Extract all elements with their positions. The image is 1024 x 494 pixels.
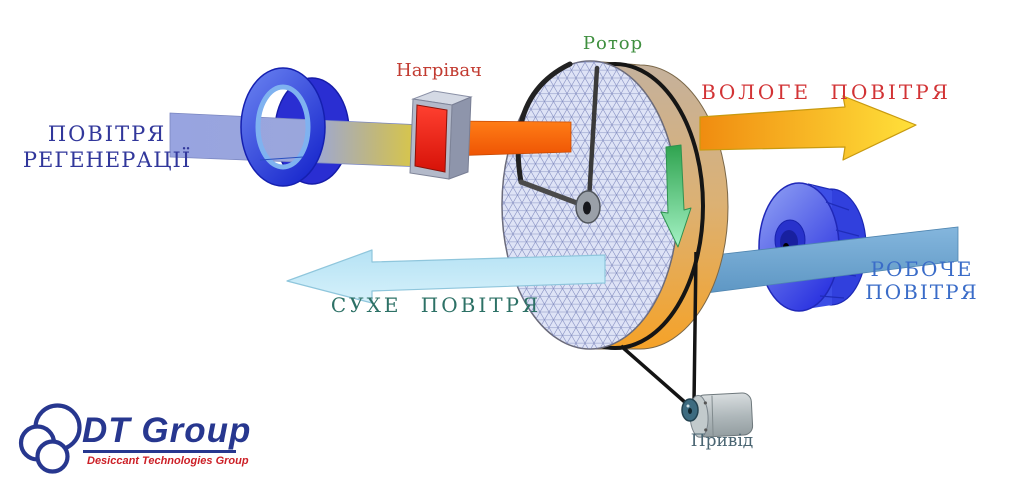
humid-air-label: ВОЛОГЕ ПОВІТРЯ xyxy=(701,80,951,104)
humid-air-arrow xyxy=(699,95,917,161)
heater-label: Нагрівач xyxy=(396,60,482,81)
rotation-arrow-icon xyxy=(660,144,692,248)
regeneration-fan-blade xyxy=(259,156,304,161)
rotor-hub-hole xyxy=(583,201,591,215)
rotor-spoke-top xyxy=(586,65,600,203)
regeneration-air-label-line2: РЕГЕНЕРАЦІЇ xyxy=(22,148,192,172)
drive-belt xyxy=(619,251,698,406)
drive-label: Привід xyxy=(690,431,754,451)
working-air-label-line1: РОБОЧЕ xyxy=(870,257,974,281)
drive-pulley-center xyxy=(688,408,692,414)
dry-air-arrow xyxy=(286,249,606,304)
logo-circles xyxy=(18,403,82,474)
working-fan-blades xyxy=(807,183,860,299)
regeneration-fan-inner-rim xyxy=(255,84,311,170)
heater-element-panel xyxy=(414,104,448,173)
heater-box xyxy=(409,90,473,180)
rotor-label: Ротор xyxy=(582,33,644,54)
rotor-frame-arc xyxy=(515,61,573,185)
logo-tagline: Desiccant Technologies Group xyxy=(87,455,249,467)
logo-underline xyxy=(83,450,236,453)
logo-name: DT Group xyxy=(82,411,252,450)
rotor-spoke-left xyxy=(518,179,588,209)
working-air-label-line2: ПОВІТРЯ xyxy=(865,280,979,304)
drive-pulley-highlight xyxy=(686,404,690,408)
dry-air-label: СУХЕ ПОВІТРЯ xyxy=(330,293,542,317)
regeneration-air-label-line1: ПОВІТРЯ xyxy=(47,122,167,146)
